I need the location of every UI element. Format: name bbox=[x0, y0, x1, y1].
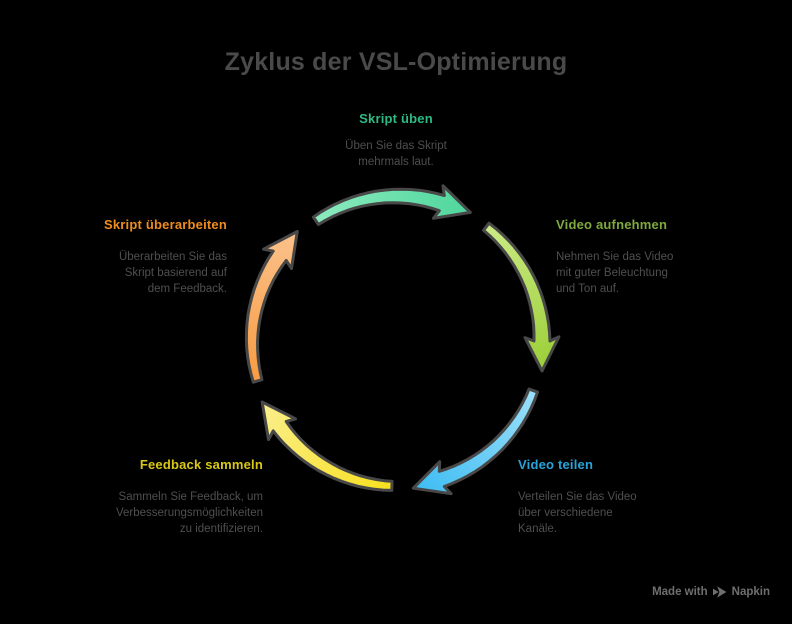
step-description: Üben Sie das Skript mehrmals laut. bbox=[345, 140, 447, 168]
watermark-text: Made with bbox=[652, 586, 708, 598]
step-video-teilen: Video teilen Verteilen Sie das Video übe… bbox=[518, 456, 668, 537]
step-label: Skript üben bbox=[359, 111, 433, 126]
step-label: Video teilen bbox=[518, 457, 594, 472]
arc-video-aufnehmen bbox=[482, 221, 561, 373]
watermark-brand: Napkin bbox=[731, 586, 770, 598]
step-label: Video aufnehmen bbox=[556, 217, 668, 232]
step-label: Feedback sammeln bbox=[139, 457, 263, 472]
step-description: Sammeln Sie Feedback, um Verbesserungsmö… bbox=[115, 491, 263, 535]
napkin-pen-icon bbox=[712, 586, 727, 598]
diagram-title: Zyklus der VSL-Optimierung bbox=[224, 48, 568, 76]
step-skript-ueberarbeiten: Skript überarbeiten Überarbeiten Sie das… bbox=[67, 216, 227, 297]
arc-skript-ueberarbeiten bbox=[244, 230, 299, 384]
step-description: Überarbeiten Sie das Skript basierend au… bbox=[118, 251, 227, 295]
step-description: Nehmen Sie das Video mit guter Beleuchtu… bbox=[556, 251, 674, 295]
step-video-aufnehmen: Video aufnehmen Nehmen Sie das Video mit… bbox=[556, 216, 706, 297]
arc-feedback-sammeln bbox=[260, 400, 394, 492]
arc-video-teilen bbox=[411, 387, 539, 496]
step-description: Verteilen Sie das Video über verschieden… bbox=[518, 491, 637, 535]
step-feedback-sammeln: Feedback sammeln Sammeln Sie Feedback, u… bbox=[78, 456, 263, 537]
step-skript-ueben: Skript üben Üben Sie das Skript mehrmals… bbox=[306, 110, 486, 170]
made-with-napkin-watermark: Made with Napkin bbox=[652, 586, 770, 598]
arc-skript-ueben bbox=[311, 184, 472, 226]
step-label: Skript überarbeiten bbox=[104, 217, 227, 232]
